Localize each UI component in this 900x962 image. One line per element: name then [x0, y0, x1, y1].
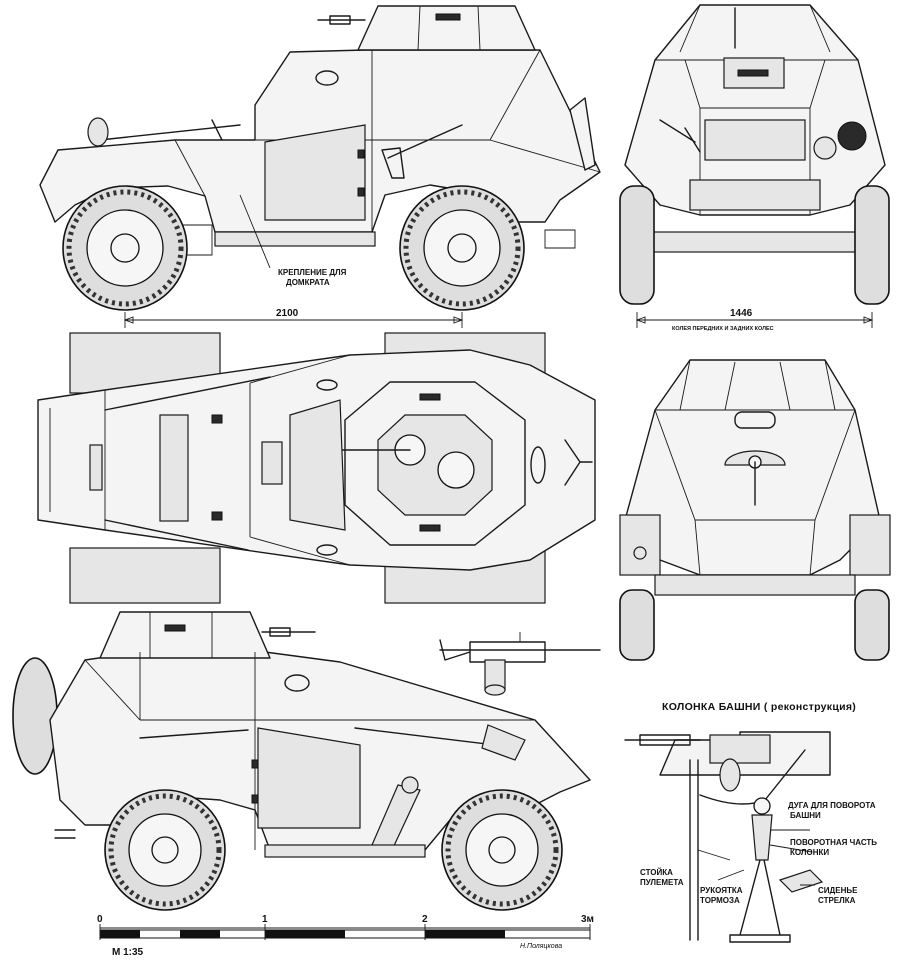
scale-ratio: М 1:35: [112, 947, 144, 958]
front-view: [619, 4, 890, 328]
rotary-part-label-line2: КОЛОНКИ: [790, 848, 829, 857]
jack-mount-label-line1: КРЕПЛЕНИЕ ДЛЯ: [278, 268, 347, 277]
scale-tick-2: 2: [422, 914, 428, 925]
scale-tick-3: 3м: [581, 914, 594, 925]
track-caption: КОЛЕЯ ПЕРЕДНИХ И ЗАДНИХ КОЛЕС: [672, 326, 774, 332]
arc-label-line1: ДУГА ДЛЯ ПОВОРОТА: [788, 801, 876, 810]
scale-bar: [99, 924, 591, 940]
side-view-left: [39, 5, 601, 328]
gunner-seat-label-line1: СИДЕНЬЕ: [818, 886, 858, 895]
rear-view: [619, 359, 891, 661]
mg-stand-label-line2: ПУЛЕМЕТА: [640, 878, 684, 887]
scale-tick-0: 0: [97, 914, 103, 925]
arc-label-line2: БАШНИ: [790, 811, 821, 820]
brake-handle-label-line1: РУКОЯТКА: [700, 886, 743, 895]
side-view-right: [12, 611, 591, 911]
rotary-part-label-line1: ПОВОРОТНАЯ ЧАСТЬ: [790, 838, 877, 847]
mg-stand-label-line1: СТОЙКА: [640, 868, 673, 877]
wheelbase-dimension: 2100: [276, 308, 299, 319]
machine-gun-drawing: [439, 632, 601, 696]
top-view: [37, 332, 596, 604]
jack-mount-label-line2: ДОМКРАТА: [286, 278, 330, 287]
track-dimension: 1446: [730, 308, 753, 319]
gunner-seat-label-line2: СТРЕЛКА: [818, 896, 856, 905]
turret-column-drawing: [624, 731, 831, 943]
author-signature: Н.Поляцкова: [520, 943, 562, 950]
turret-column-title: КОЛОНКА БАШНИ ( реконструкция): [662, 701, 856, 713]
brake-handle-label-line2: ТОРМОЗА: [700, 896, 740, 905]
scale-tick-1: 1: [262, 914, 268, 925]
